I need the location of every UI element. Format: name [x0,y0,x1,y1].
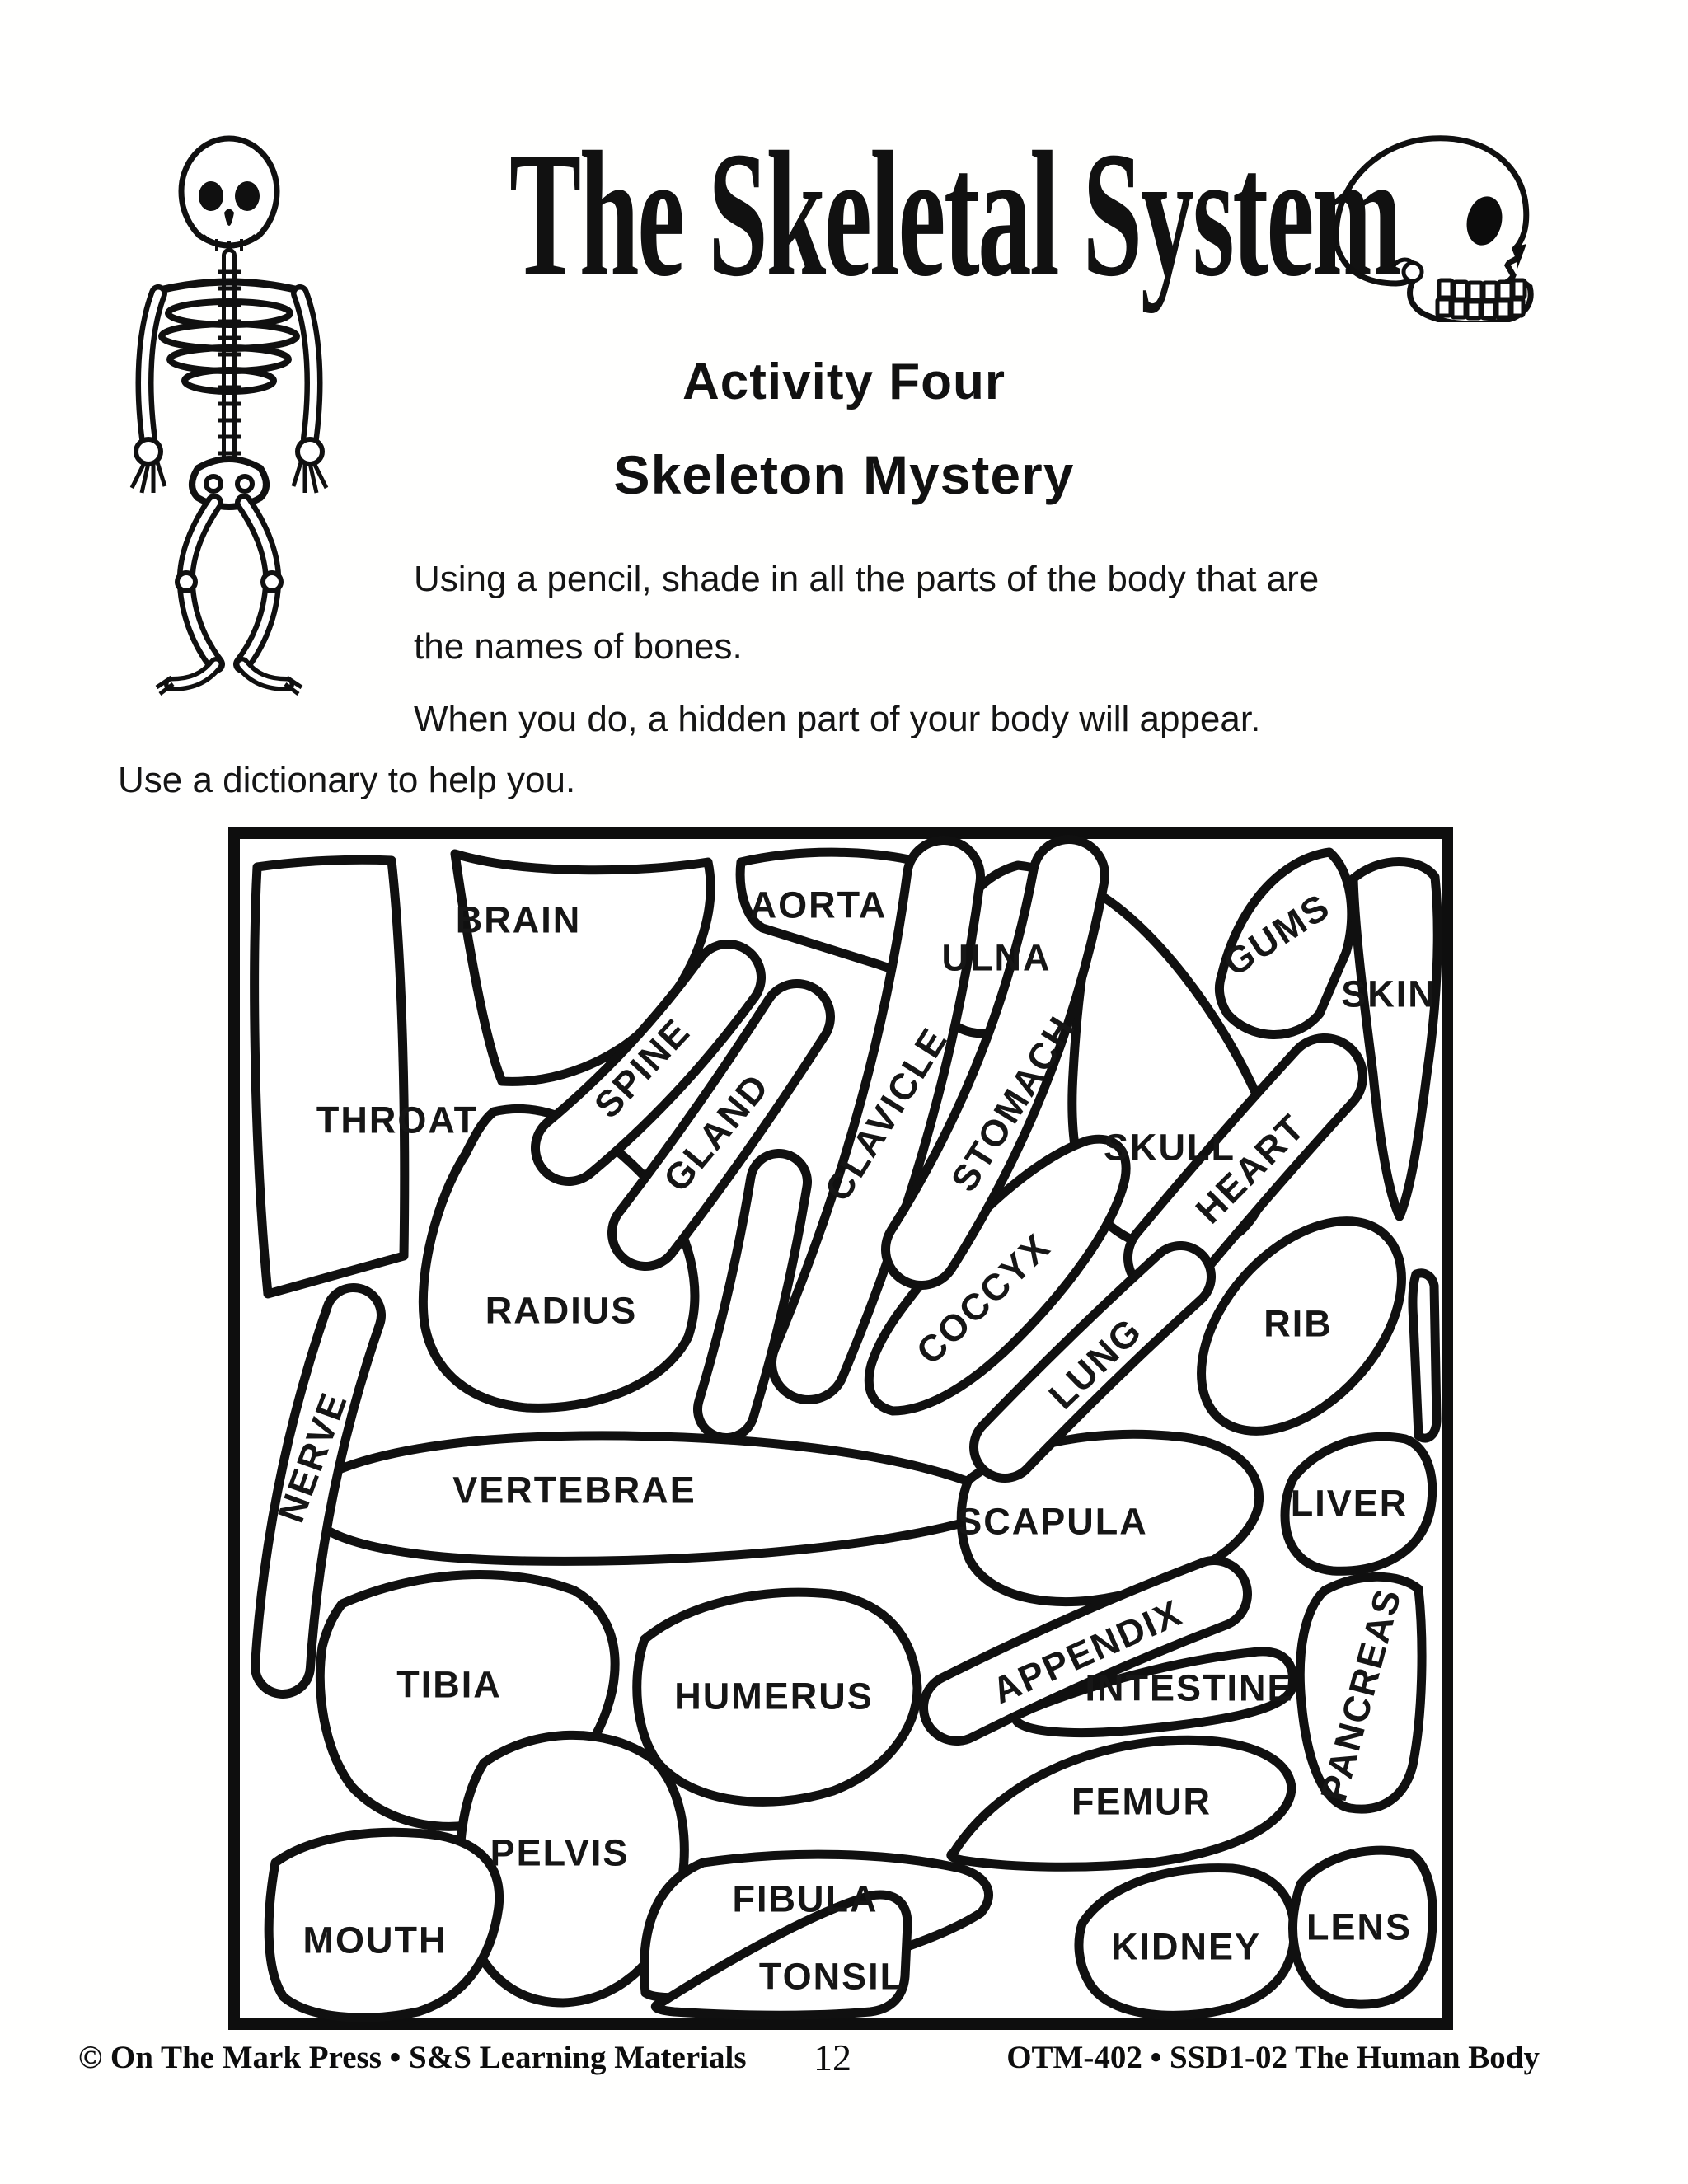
puzzle-shape-unlabeled-capsule-inner [702,1158,803,1433]
puzzle-shape-appendix-inner [928,1565,1243,1736]
puzzle-shape-gland-inner [617,988,826,1262]
instruction-paragraph-2: When you do, a hidden part of your body … [414,699,1261,739]
puzzle-shape-kidney [1074,1863,1299,2020]
puzzle-cell-label-rib: RIB [1264,1303,1333,1345]
puzzle-shape-intestine [1010,1647,1297,1738]
puzzle-shape-liver [1280,1432,1437,1576]
puzzle-shape-mouth [264,1827,504,2022]
puzzle-cell-label-aorta: AORTA [750,884,888,926]
skull-nose-notch [1514,244,1526,269]
puzzle-shape-skin [1348,857,1442,1221]
footer-publisher: © On The Mark Press • S&S Learning Mater… [78,2040,747,2075]
puzzle-shapes [250,835,1442,2022]
skeleton-skull [178,135,280,249]
instruction-paragraph-1: Using a pencil, shade in all the parts o… [414,546,1535,681]
puzzle-shape-stomach-inner [890,844,1100,1281]
puzzle-cell-label-scapula: SCAPULA [957,1501,1148,1543]
skull-eye-socket [1466,196,1503,246]
footer-product-code: OTM-402 • SSD1-02 The Human Body [1006,2040,1540,2075]
skeleton-arm-right-inner [296,289,317,443]
skeleton-clavicle [158,278,300,294]
skull-cranium-base [1334,244,1414,287]
puzzle-shape-clavicle-inner [776,845,976,1395]
skull-upper-teeth [1437,278,1527,302]
puzzle-shape-femur [946,1735,1296,1872]
puzzle-cell-label-lens: LENS [1306,1906,1412,1948]
puzzle-cell-label-mouth: MOUTH [303,1919,448,1961]
puzzle-shape-lung-inner [978,1250,1207,1474]
puzzle-shape-spine-inner [540,949,757,1177]
instruction-line-2: the names of bones. [414,626,743,667]
puzzle-shape-gums [1214,847,1357,1039]
skeleton-ribs [158,298,300,395]
skeleton-nose [224,209,234,226]
skeleton-toes [155,675,303,696]
skeleton-pelvis-hole-right [235,474,255,494]
puzzle-cell-label-radius: RADIUS [485,1290,638,1332]
puzzle-cell-label-brain: BRAIN [456,899,582,941]
skeleton-fingers-left [129,459,167,494]
skeleton-knee-right [260,570,284,593]
puzzle-shape-lens [1287,1845,1437,2009]
skeleton-eye-right [235,181,260,211]
puzzle-shape-scapula [956,1429,1264,1607]
skull-lower-teeth [1435,297,1526,321]
skeleton-pelvis-hole-left [204,474,223,494]
footer-page-number: 12 [814,2036,851,2079]
side-skull-illustration [1333,135,1534,322]
skeleton-knee-left [175,570,198,593]
puzzle-cell-label-tonsil: TONSIL [759,1956,904,1998]
subtitle-heading: Skeleton Mystery [613,444,1075,505]
puzzle-cell-label-pelvis: PELVIS [490,1832,630,1874]
skeleton-foot-left-inner [168,661,219,687]
puzzle-cell-label-skin: SKIN [1341,973,1437,1015]
puzzle-cell-label-ulna: ULNA [942,937,1052,979]
puzzle-cell-label-throat: THROAT [316,1099,478,1141]
skeleton-arm-left-inner [141,289,162,443]
page-title: The Skeletal System [509,115,1402,314]
puzzle-cell-label-skull: SKULL [1104,1127,1236,1169]
puzzle-shape-right-sliver [1408,1268,1442,1443]
puzzle-shape-rib [1197,1216,1406,1436]
instruction-line-1: Using a pencil, shade in all the parts o… [414,559,1320,599]
skeleton-fingers-right [291,459,329,494]
skull-jaw-hinge [1401,260,1424,284]
puzzle-shape-throat [250,855,410,1299]
skull-jaw [1407,277,1534,322]
puzzle-shape-coccyx [864,1134,1131,1416]
puzzle-cell-label-femur: FEMUR [1071,1781,1212,1823]
skull-cranium [1333,135,1530,290]
puzzle-cell-label-vertebrae: VERTEBRAE [452,1469,696,1511]
puzzle-cell-label-humerus: HUMERUS [674,1675,874,1718]
skeleton-foot-right-inner [239,661,290,687]
puzzle-shape-nerve-inner [260,1292,377,1690]
puzzle-shape-heart-inner [1132,1043,1358,1291]
dictionary-hint: Use a dictionary to help you. [118,760,576,800]
skeleton-illustration [129,135,329,696]
puzzle-cell-label-intestine: INTESTINE [1085,1667,1293,1709]
puzzle-cell-label-fibula: FIBULA [733,1878,879,1920]
page-footer: © On The Mark Press • S&S Learning Mater… [0,2036,1688,2088]
skeleton-eye-left [199,181,223,211]
puzzle-cell-label-liver: LIVER [1291,1483,1409,1525]
activity-heading: Activity Four [682,354,1006,410]
puzzle-cell-label-tibia: TIBIA [396,1664,502,1706]
puzzle-cell-label-kidney: KIDNEY [1111,1926,1261,1968]
skull-cheek-line [1390,257,1415,269]
puzzle-shape-pancreas [1295,1572,1427,1814]
puzzle-shape-tonsil [650,1890,912,2020]
